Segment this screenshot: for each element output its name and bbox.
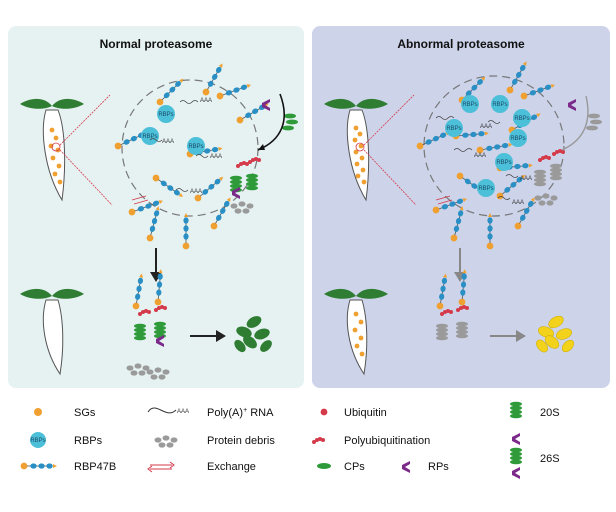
legend-sgs-label: SGs: [74, 407, 96, 419]
abnormal-seedling: [324, 94, 417, 206]
normal-panel: Normal proteasome: [8, 26, 304, 388]
normal-result-seedling: [20, 288, 84, 376]
legend-polyub-label: Polyubiquitination: [344, 435, 430, 447]
legend-polya-swatch: [147, 407, 177, 414]
legend-debris-label: Protein debris: [207, 435, 275, 447]
legend-debris-swatch: [154, 435, 178, 448]
svg-text:AAA: AAA: [480, 124, 492, 130]
normal-sg-circle: [121, 79, 259, 217]
legend-20s-swatch: [510, 401, 522, 419]
legend-26s-rp-top: [512, 433, 520, 445]
svg-text:RBPs: RBPs: [478, 186, 493, 192]
svg-text:AAA: AAA: [162, 139, 174, 145]
svg-text:AAA: AAA: [520, 176, 532, 182]
svg-text:RBPs: RBPs: [510, 136, 525, 142]
svg-text:RBPs: RBPs: [158, 112, 173, 118]
legend-rbps-label: RBPs: [74, 435, 103, 447]
legend-rps-label: RPs: [428, 461, 449, 473]
legend-exchange-swatch: [147, 461, 175, 473]
legend-20s-label: 20S: [540, 407, 560, 419]
svg-text:AAA: AAA: [474, 153, 486, 159]
svg-text:RBPs: RBPs: [30, 438, 45, 444]
normal-seedling: [20, 94, 113, 206]
abnormal-free-rps: [568, 99, 602, 131]
normal-rbps: RBPs RBPs RBPs: [141, 105, 205, 155]
svg-text:RBPs: RBPs: [492, 102, 507, 108]
svg-text:RBPs: RBPs: [496, 160, 511, 166]
abnormal-panel-title: Abnormal proteasome: [397, 37, 525, 51]
normal-exchange-arrows: [131, 195, 149, 205]
legend-26s-swatch: [510, 447, 522, 465]
svg-text:AAA: AAA: [200, 98, 212, 104]
abnormal-sg-circle: [423, 75, 565, 217]
legend-rbp47b-swatch: [20, 462, 58, 470]
svg-text:RBPs: RBPs: [462, 102, 477, 108]
abnormal-result-seedling: [324, 288, 388, 376]
abnormal-assembly-arrow: [561, 95, 589, 151]
legend-26s-label: 26S: [540, 453, 560, 465]
normal-free-cps: [262, 99, 298, 131]
svg-text:AAA: AAA: [190, 189, 202, 195]
svg-text:AAA: AAA: [210, 154, 222, 160]
legend-ubiquitin-swatch: [320, 408, 328, 416]
svg-text:RBPs: RBPs: [188, 144, 203, 150]
svg-text:RBPs: RBPs: [514, 116, 529, 122]
legend-rbp47b-label: RBP47B: [74, 461, 116, 473]
normal-healthy-plant: [234, 316, 272, 353]
legend-ubiquitin-label: Ubiquitin: [344, 407, 387, 419]
legend-rbps-swatch: [30, 432, 46, 448]
svg-text:RBPs: RBPs: [446, 126, 461, 132]
abnormal-polya-rna: [435, 116, 519, 200]
legend-polya-label: Poly(A)+ RNA: [207, 407, 274, 419]
legend-exchange-label: Exchange: [207, 461, 256, 473]
legend-26s-rp-bottom: [512, 467, 520, 479]
legend-polyub-swatch: [312, 437, 325, 444]
svg-text:AAA: AAA: [512, 200, 524, 206]
legend-polya-glyph: AAA: [177, 409, 189, 415]
legend-cps-swatch: [317, 463, 331, 469]
legend-rps-swatch: [402, 461, 410, 473]
legend-cps-label: CPs: [344, 461, 365, 473]
abnormal-exchange-arrows: [435, 195, 453, 205]
abnormal-yellow-plant: [536, 315, 575, 353]
legend: SGs RBPs RBPs RBP47B AAA Poly(A)+ RNA Pr…: [20, 401, 560, 479]
normal-polya-rna: [149, 100, 209, 192]
abnormal-rbps: RBPs RBPs RBPs RBPs RBPs RBPs RBPs: [445, 95, 531, 197]
normal-panel-title: Normal proteasome: [100, 37, 213, 51]
normal-assembly-arrow: [257, 93, 285, 151]
legend-sgs-swatch: [34, 408, 42, 416]
svg-text:RBPs: RBPs: [142, 134, 157, 140]
abnormal-panel: Abnormal proteasome: [312, 26, 610, 388]
